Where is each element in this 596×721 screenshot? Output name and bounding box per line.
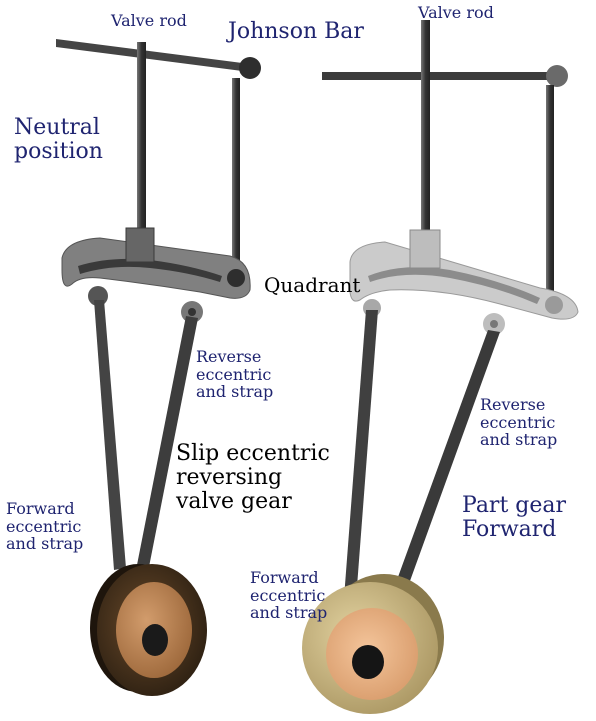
left-reverse-rod xyxy=(136,316,198,572)
neutral-position-label: Neutral position xyxy=(14,115,103,165)
left-reach-rod xyxy=(232,78,240,276)
left-johnson-bar xyxy=(56,39,250,72)
quadrant-label: Quadrant xyxy=(264,273,361,297)
right-quadrant-slot xyxy=(368,267,540,304)
right-eccentric-hole xyxy=(352,645,384,679)
left-valve-rod xyxy=(137,42,146,232)
left-johnson-bar-pivot xyxy=(239,57,261,79)
right-reverse-eccentric-label: Reverse eccentric and strap xyxy=(480,395,558,450)
right-reverse-rod xyxy=(394,330,500,592)
left-forward-eccentric-label: Forward eccentric and strap xyxy=(6,499,84,554)
left-reach-rod-pin xyxy=(227,269,245,287)
left-forward-rod xyxy=(94,300,126,570)
right-forward-rod xyxy=(344,310,378,600)
johnson-bar-label: Johnson Bar xyxy=(228,19,364,44)
left-eccentric-hole xyxy=(142,624,168,656)
slip-eccentric-caption: Slip eccentric reversing valve gear xyxy=(176,441,330,515)
right-die-block xyxy=(409,229,441,269)
right-valve-rod xyxy=(421,20,430,235)
right-reach-rod-pin xyxy=(545,296,563,314)
right-reach-rod xyxy=(546,85,554,300)
right-assembly xyxy=(302,20,579,714)
right-valve-rod-label: Valve rod xyxy=(418,3,494,22)
left-quadrant-slot xyxy=(78,258,222,282)
part-gear-forward-label: Part gear Forward xyxy=(462,493,567,543)
left-assembly xyxy=(56,39,261,696)
right-johnson-bar xyxy=(322,72,554,80)
left-valve-rod-label: Valve rod xyxy=(111,11,187,30)
right-johnson-bar-pivot xyxy=(546,65,568,87)
left-die-block xyxy=(125,227,155,263)
left-reverse-eccentric-label: Reverse eccentric and strap xyxy=(196,347,274,402)
right-forward-eccentric-label: Forward eccentric and strap xyxy=(250,568,328,623)
